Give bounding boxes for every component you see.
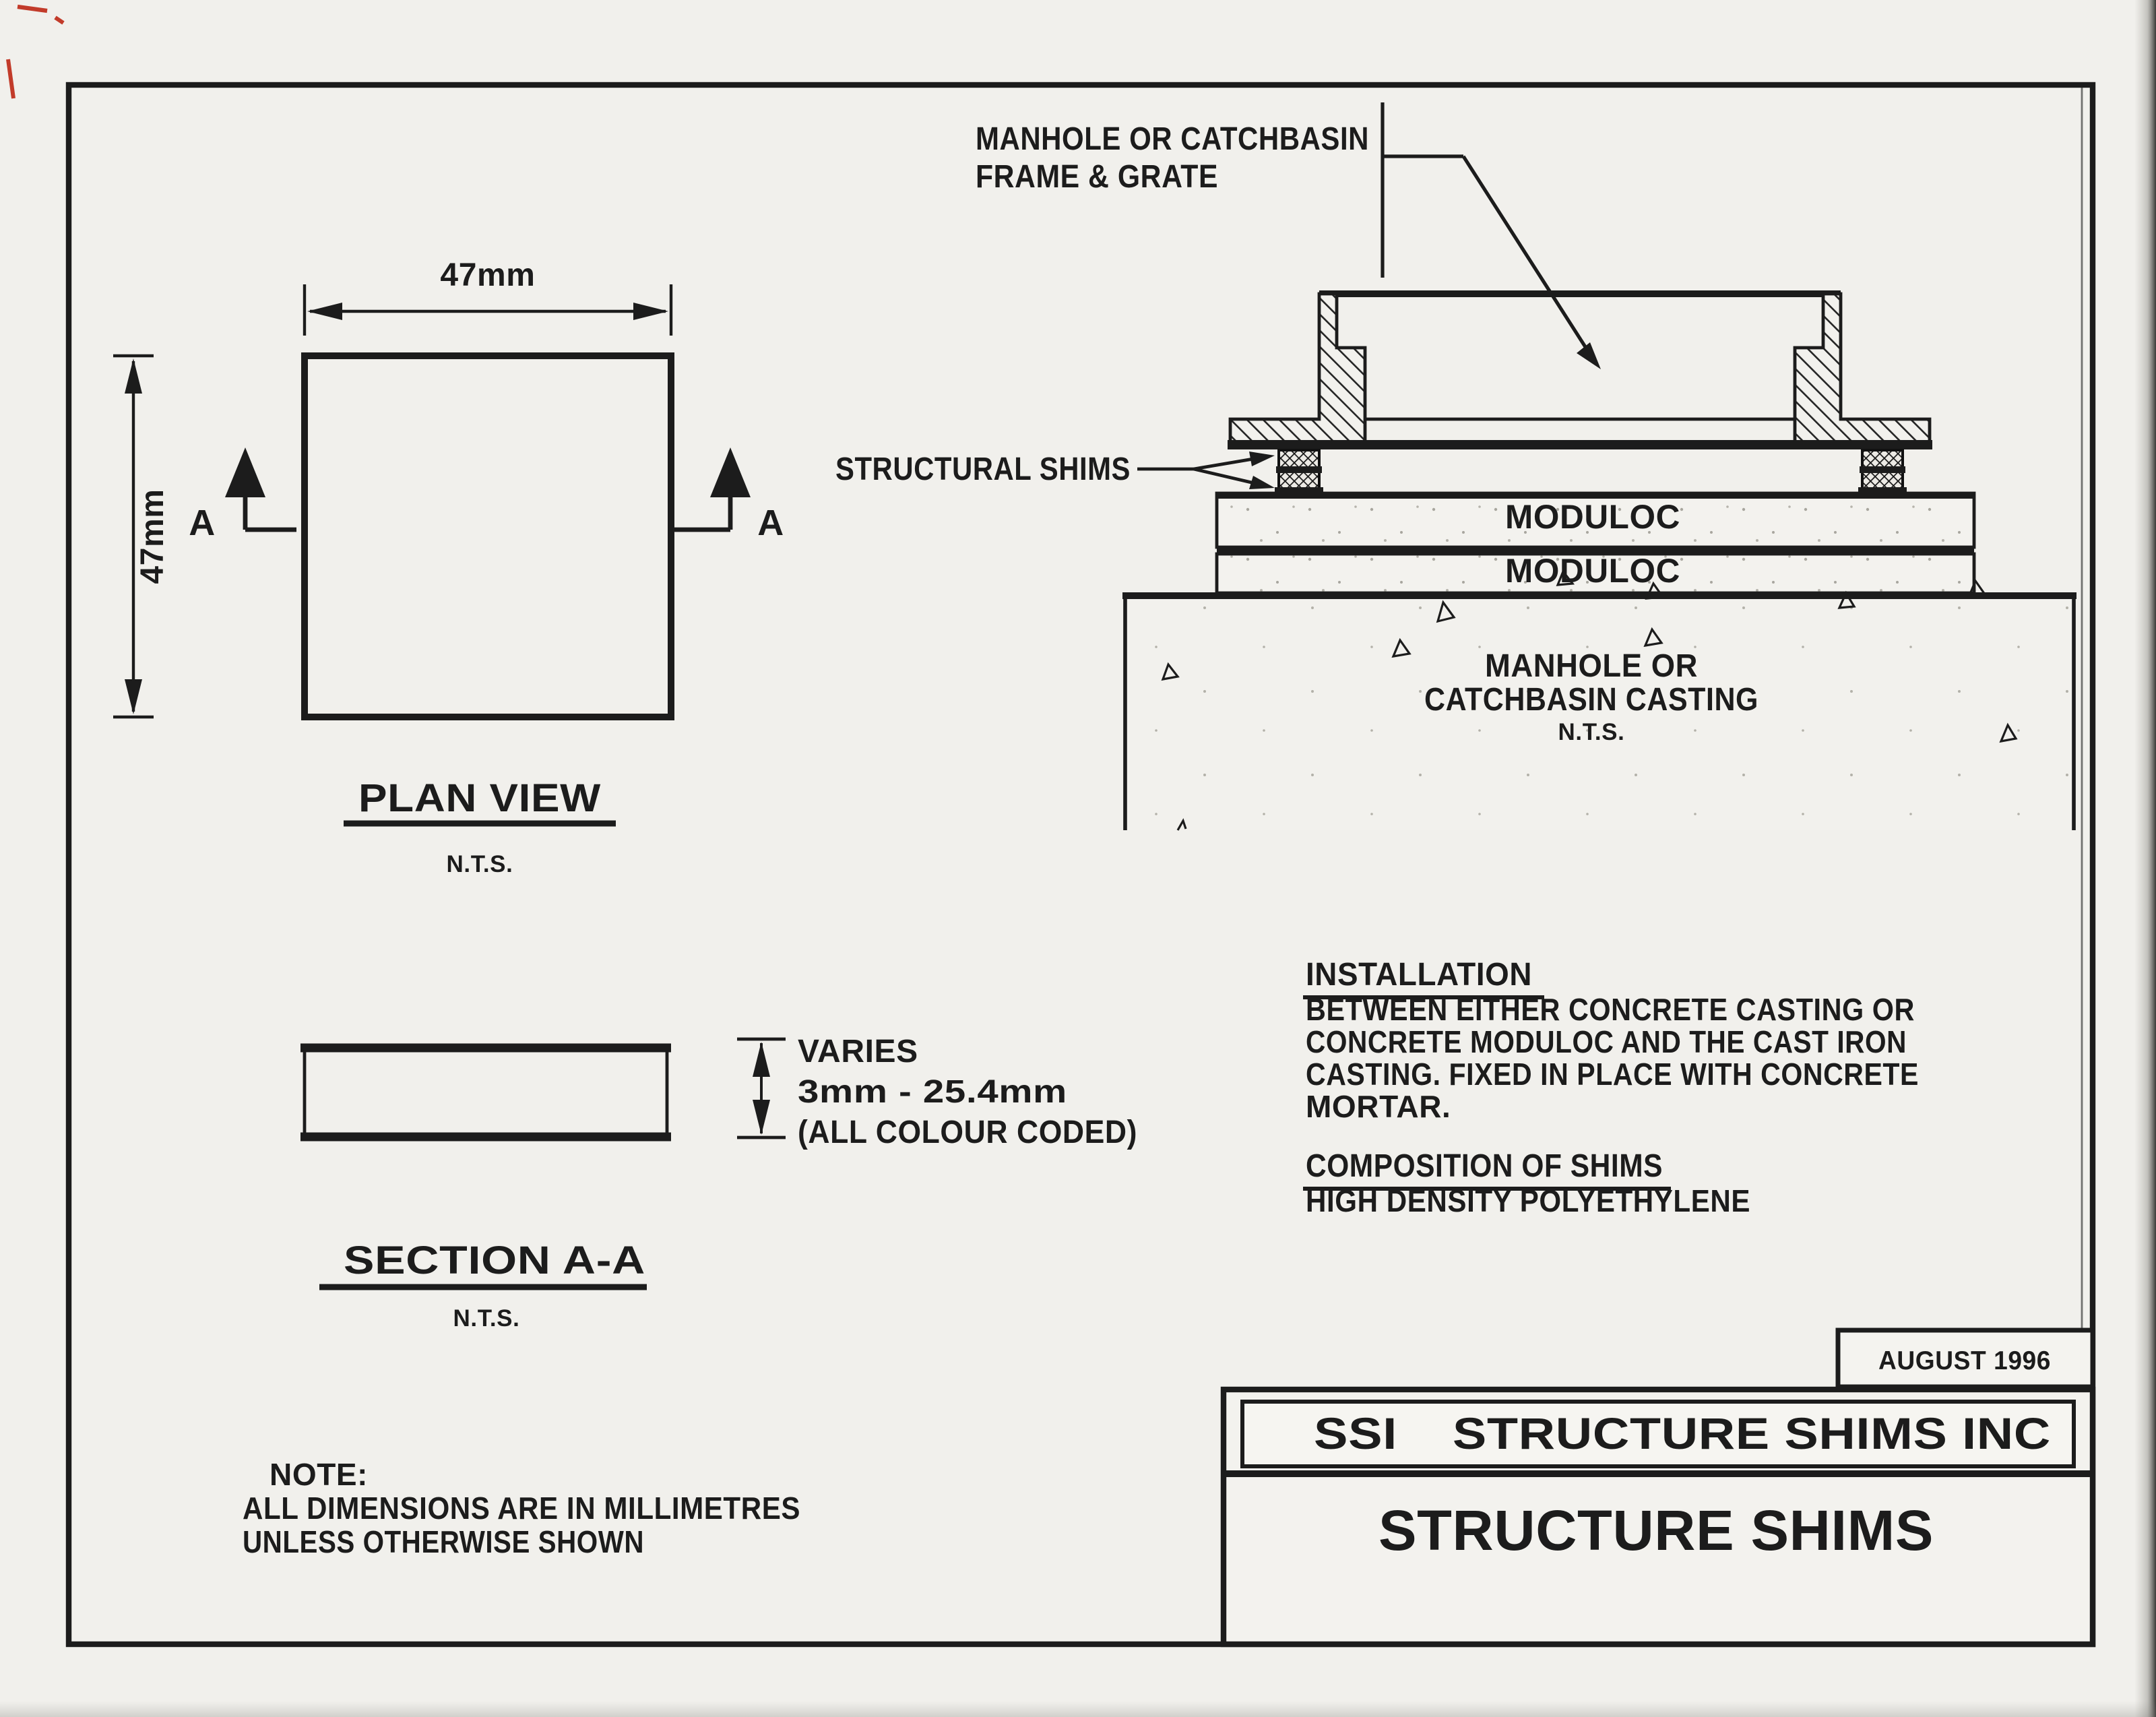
note-line-1: ALL DIMENSIONS ARE IN MILLIMETRES <box>243 1491 800 1526</box>
frame-grate-leader-line <box>1381 102 1601 369</box>
composition-body: HIGH DENSITY POLYETHYLENE <box>1306 1183 1750 1218</box>
installation-line-3: CASTING. FIXED IN PLACE WITH CONCRETE <box>1306 1057 1919 1092</box>
moduloc-slab-bottom <box>1215 552 1976 595</box>
concrete-casting: MANHOLE OR CATCHBASIN CASTING N.T.S. <box>1122 569 2076 831</box>
general-note: NOTE: ALL DIMENSIONS ARE IN MILLIMETRES … <box>243 1457 800 1559</box>
leader-arrowhead <box>1577 342 1601 369</box>
installation-line-4: MORTAR. <box>1306 1089 1451 1124</box>
section-letter-right: A <box>757 503 784 543</box>
plan-height-dim-label: 47mm <box>135 489 170 584</box>
title-block: AUGUST 1996 SSI STRUCTURE SHIMS INC STRU… <box>1220 1328 2096 1648</box>
colour-coded-label: (ALL COLOUR CODED) <box>798 1115 1137 1150</box>
section-aa-dimension <box>737 1037 786 1140</box>
drawing-date: AUGUST 1996 <box>1878 1346 2051 1375</box>
installation-heading: INSTALLATION <box>1306 957 1532 993</box>
installation-line-1: BETWEEN EITHER CONCRETE CASTING OR <box>1306 992 1915 1027</box>
plan-view-scale: N.T.S. <box>447 851 513 877</box>
company-prefix: SSI <box>1314 1408 1397 1458</box>
plan-width-dim-label: 47mm <box>440 257 535 293</box>
casting-label-line1: MANHOLE OR <box>1485 648 1698 684</box>
casting-scale-label: N.T.S. <box>1558 719 1625 745</box>
frame-grate-callout: MANHOLE OR CATCHBASIN FRAME & GRATE <box>976 102 1601 369</box>
plan-view: 47mm 47mm A A PLAN VIEW N.T.S. <box>113 257 784 877</box>
drawing-title: STRUCTURE SHIMS <box>1378 1499 1934 1562</box>
section-arrow-right <box>710 447 751 497</box>
section-letter-left: A <box>189 503 216 543</box>
plan-left-dimension: 47mm <box>113 354 170 719</box>
frame-grate-label-line2: FRAME & GRATE <box>976 159 1218 195</box>
scan-edge-shadow-right <box>2134 0 2156 1717</box>
company-name: STRUCTURE SHIMS INC <box>1453 1408 2051 1458</box>
frame-grate-label-line1: MANHOLE OR CATCHBASIN <box>976 121 1369 157</box>
cast-iron-frame <box>1228 290 1932 449</box>
red-pen-scan-marks <box>6 4 65 99</box>
plan-top-dimension: 47mm <box>303 257 673 336</box>
note-line-2: UNLESS OTHERWISE SHOWN <box>243 1524 644 1559</box>
moduloc-slabs: MODULOC MODULOC <box>1215 491 1976 595</box>
plan-view-title: PLAN VIEW <box>358 776 601 820</box>
section-aa-scale: N.T.S. <box>453 1305 520 1332</box>
casting-label-line2: CATCHBASIN CASTING <box>1424 682 1758 718</box>
structural-shims <box>1275 449 1907 494</box>
composition-heading: COMPOSITION OF SHIMS <box>1306 1148 1663 1184</box>
shim-arrowhead-lower <box>1249 476 1275 489</box>
aggregate-marks <box>1161 569 2018 831</box>
installation-line-2: CONCRETE MODULOC AND THE CAST IRON <box>1306 1024 1907 1059</box>
section-aa-view: VARIES 3mm - 25.4mm (ALL COLOUR CODED) S… <box>300 1034 1137 1332</box>
structural-shims-label: STRUCTURAL SHIMS <box>835 451 1131 487</box>
shim-arrowhead-upper <box>1249 451 1275 466</box>
installation-notes: INSTALLATION BETWEEN EITHER CONCRETE CAS… <box>1303 957 1919 1218</box>
moduloc-top-label: MODULOC <box>1505 498 1680 536</box>
section-marker-left: A <box>189 447 296 543</box>
thickness-range-label: 3mm - 25.4mm <box>798 1074 1067 1110</box>
section-marker-right: A <box>674 447 784 543</box>
section-arrow-left <box>225 447 265 497</box>
structural-shims-callout: STRUCTURAL SHIMS <box>835 451 1275 489</box>
note-heading: NOTE: <box>270 1457 368 1492</box>
moduloc-slab-top <box>1215 491 1976 549</box>
company-band <box>1240 1400 2076 1468</box>
plan-square <box>301 352 674 720</box>
section-aa-title: SECTION A-A <box>344 1239 645 1282</box>
cross-section-detail: STRUCTURAL SHIMS MODULOC MODULOC MANHOLE… <box>835 290 2076 831</box>
moduloc-bottom-label: MODULOC <box>1505 552 1680 590</box>
varies-label: VARIES <box>798 1034 918 1069</box>
scan-edge-shadow-bottom <box>0 1701 2156 1717</box>
